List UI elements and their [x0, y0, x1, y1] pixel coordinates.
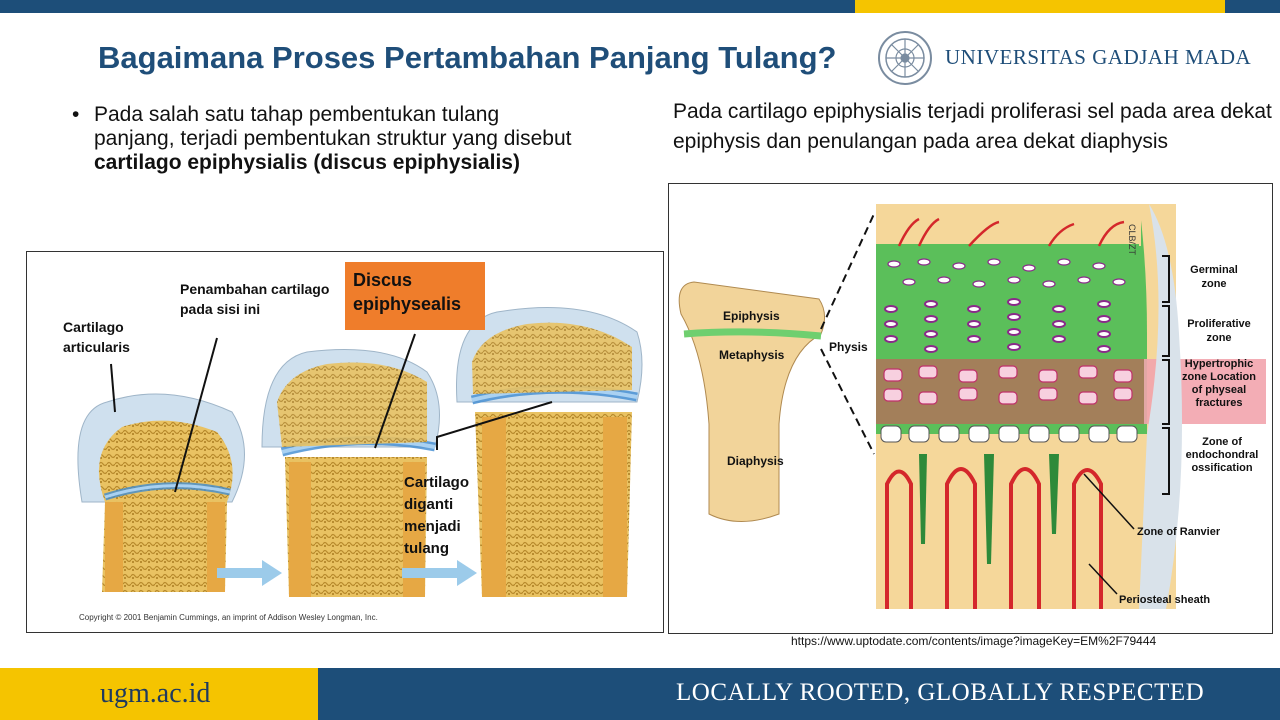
top-bar-blue [0, 0, 855, 13]
source-url: https://www.uptodate.com/contents/image?… [791, 634, 1157, 648]
label-cartilago-diganti: Cartilago diganti menjadi tulang [404, 474, 470, 557]
slide-title: Bagaimana Proses Pertambahan Panjang Tul… [98, 40, 837, 75]
bone-growth-illustration [77, 307, 643, 597]
label-proliferative-zone: Proliferative zone [1187, 318, 1251, 344]
label-physis: Physis [829, 340, 868, 354]
label-endochondral-zone: Zone of endochondral ossification [1185, 436, 1259, 474]
label-diaphysis: Diaphysis [727, 454, 784, 468]
label-discus-epiphysealis: Discus epiphysealis [345, 262, 485, 330]
zone-brackets [1162, 255, 1170, 495]
leader-line-discus [374, 333, 416, 449]
university-name: UNIVERSITAS GADJAH MADA [945, 45, 1252, 69]
figure-copyright: Copyright © 2001 Benjamin Cummings, an i… [79, 613, 378, 622]
zoom-line-top [820, 213, 875, 330]
long-bone-diagram [678, 281, 825, 522]
footer-tagline: LOCALLY ROOTED, GLOBALLY RESPECTED [676, 679, 1205, 706]
zoom-line-bottom [820, 348, 875, 455]
bullet-text-regular: Pada salah satu tahap pembentukan tulang… [94, 103, 572, 150]
bullet-icon: • [72, 103, 80, 126]
top-bar-blue-right [1225, 0, 1280, 13]
leader-ranvier [1083, 473, 1135, 530]
label-epiphysis: Epiphysis [723, 309, 780, 323]
label-germinal-zone: Germinal zone [1190, 264, 1238, 290]
leader-line-diganti [436, 401, 553, 450]
bone-stage-1 [77, 393, 245, 592]
label-metaphysis: Metaphysis [719, 348, 785, 362]
right-description: Pada cartilago epiphysialis terjadi prol… [673, 100, 1272, 153]
growth-arrow-1 [217, 560, 282, 586]
footer-website[interactable]: ugm.ac.id [100, 678, 211, 709]
bone-stage-2 [261, 349, 440, 597]
physis-zones-detail [876, 204, 1266, 609]
ugm-seal-icon [878, 31, 932, 85]
label-cartilago-articularis: Cartilago articularis [63, 319, 130, 355]
footer-blue-block [318, 668, 1280, 720]
footer-yellow-block [0, 668, 318, 720]
label-zone-of-ranvier: Zone of Ranvier [1137, 526, 1221, 538]
label-periosteal-sheath: Periosteal sheath [1119, 594, 1211, 606]
label-hypertrophic-zone: Hypertrophic zone Location of physeal fr… [1182, 358, 1256, 409]
figure-signature: CLB/ZT [1127, 224, 1137, 256]
label-penambahan-cartilago: Penambahan cartilago pada sisi ini [180, 279, 330, 319]
leader-line-articularis [110, 363, 116, 413]
bullet-point: • Pada salah satu tahap pembentukan tula… [72, 103, 572, 175]
physis-zones-figure: CLB/ZT Epiphysis Metaphysis Diaphysis Ph… [668, 183, 1273, 634]
bone-stage-3 [456, 307, 643, 597]
leader-periosteal [1088, 563, 1118, 595]
growth-arrow-2 [402, 560, 477, 586]
physis-illustration: CLB/ZT [678, 204, 1266, 609]
leader-line-penambahan [174, 337, 218, 493]
bullet-text: Pada salah satu tahap pembentukan tulang… [94, 103, 572, 175]
top-bar-yellow [855, 0, 1225, 13]
bullet-text-bold: cartilago epiphysialis (discus epiphysia… [94, 151, 520, 174]
